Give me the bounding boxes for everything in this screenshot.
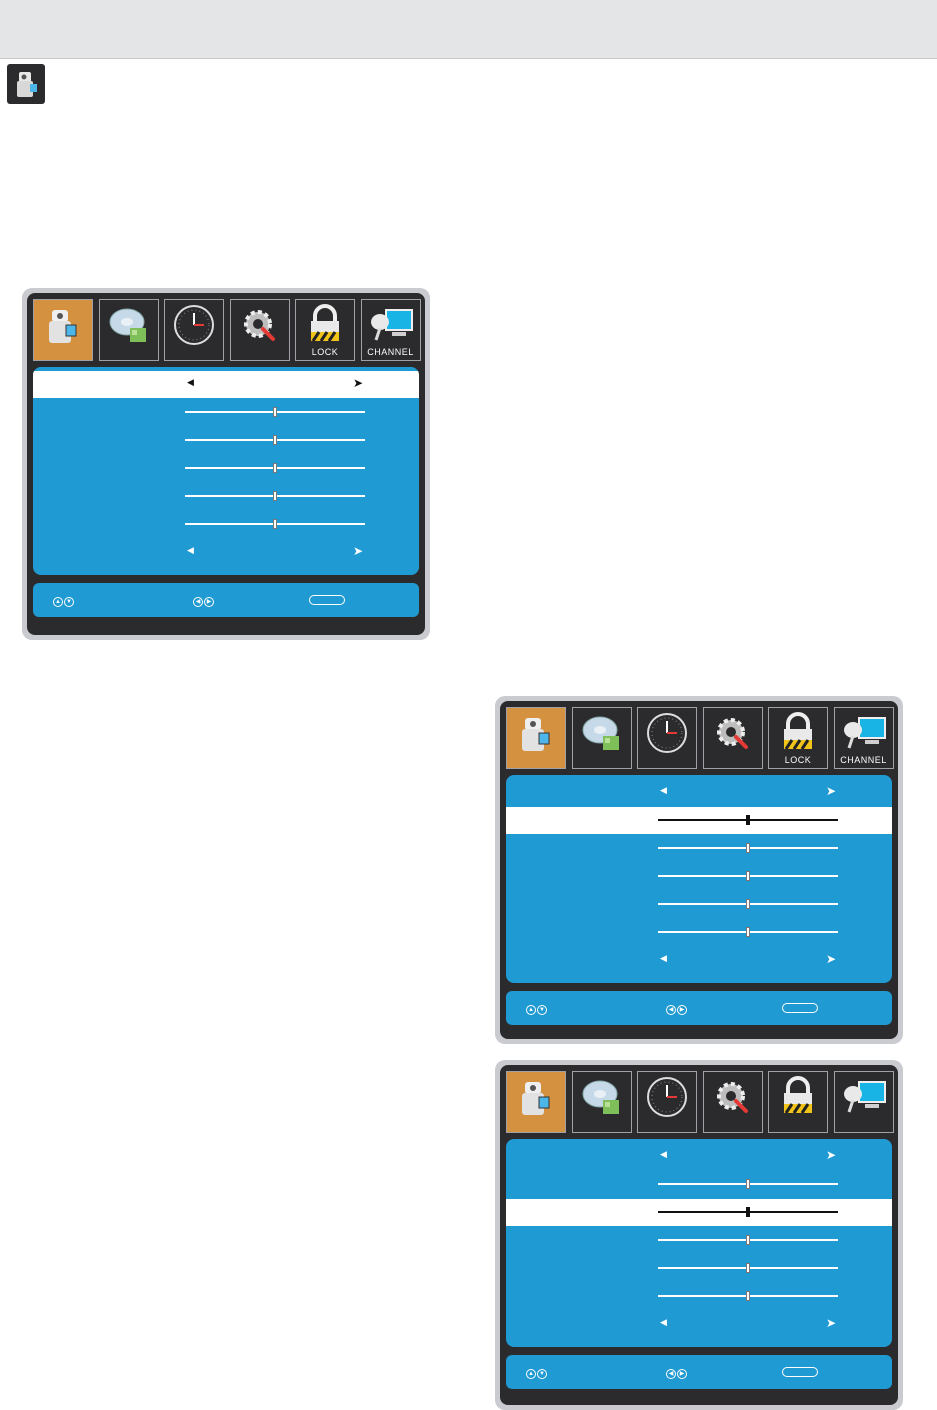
slider-row[interactable] bbox=[506, 835, 892, 862]
menu-button-icon bbox=[309, 595, 345, 605]
slider-thumb[interactable] bbox=[746, 843, 750, 853]
slider-thumb[interactable] bbox=[746, 815, 750, 825]
slider-row[interactable] bbox=[33, 427, 419, 454]
left-right-icon: ◀▶ bbox=[193, 595, 215, 607]
picture-settings-panel: ◀➤◀➤ bbox=[33, 367, 419, 575]
option-selector-row[interactable]: ◀➤ bbox=[506, 947, 892, 974]
slider-row[interactable] bbox=[33, 483, 419, 510]
slider-row[interactable] bbox=[33, 511, 419, 538]
tab-gear[interactable] bbox=[702, 1071, 763, 1133]
arrow-left-icon[interactable]: ◀ bbox=[187, 377, 194, 387]
tab-satellite-monitor[interactable]: CHANNEL bbox=[833, 707, 894, 769]
arrow-right-icon[interactable]: ➤ bbox=[353, 544, 364, 558]
navigation-hint-bar: ▲▼ ◀▶ bbox=[506, 991, 892, 1025]
arrow-left-icon[interactable]: ◀ bbox=[660, 953, 667, 963]
tab-gear[interactable] bbox=[702, 707, 763, 769]
slider-thumb[interactable] bbox=[746, 1235, 750, 1245]
slider-row[interactable] bbox=[506, 1171, 892, 1198]
navigation-hint-bar: ▲▼ ◀▶ bbox=[33, 583, 419, 617]
slider-row[interactable] bbox=[506, 1227, 892, 1254]
arrow-left-icon[interactable]: ◀ bbox=[187, 545, 194, 555]
slider-thumb[interactable] bbox=[273, 435, 277, 445]
option-selector-row[interactable]: ◀➤ bbox=[33, 539, 419, 566]
slider-thumb[interactable] bbox=[273, 491, 277, 501]
slider-row[interactable] bbox=[506, 1283, 892, 1310]
arrow-left-icon[interactable]: ◀ bbox=[660, 1317, 667, 1327]
slider-thumb[interactable] bbox=[746, 871, 750, 881]
slider-row[interactable] bbox=[506, 919, 892, 946]
up-down-icon: ▲▼ bbox=[53, 595, 75, 607]
menu-button-icon bbox=[782, 1003, 818, 1013]
slider-thumb[interactable] bbox=[746, 1291, 750, 1301]
slider-thumb[interactable] bbox=[746, 927, 750, 937]
slider-row[interactable] bbox=[506, 807, 892, 834]
slider-thumb[interactable] bbox=[273, 463, 277, 473]
tab-clock[interactable] bbox=[637, 707, 697, 769]
left-right-icon: ◀▶ bbox=[666, 1003, 688, 1015]
tab-label: LOCK bbox=[311, 347, 339, 357]
slider-row[interactable] bbox=[506, 863, 892, 890]
page-header-band bbox=[0, 0, 937, 59]
tab-satellite-monitor[interactable]: CHANNEL bbox=[360, 299, 421, 361]
picture-settings-panel: ◀➤◀➤ bbox=[506, 775, 892, 983]
left-right-icon: ◀▶ bbox=[666, 1367, 688, 1379]
arrow-left-icon[interactable]: ◀ bbox=[660, 1149, 667, 1159]
picture-mode-selector-row[interactable]: ◀➤ bbox=[506, 1143, 892, 1170]
picture-settings-panel: ◀➤◀➤ bbox=[506, 1139, 892, 1347]
up-down-icon: ▲▼ bbox=[526, 1003, 548, 1015]
slider-row[interactable] bbox=[506, 1199, 892, 1226]
slider-row[interactable] bbox=[506, 891, 892, 918]
arrow-right-icon[interactable]: ➤ bbox=[826, 784, 837, 798]
picture-mode-selector-row[interactable]: ◀➤ bbox=[33, 371, 419, 398]
tab-label: LOCK bbox=[784, 755, 812, 765]
slider-thumb[interactable] bbox=[746, 899, 750, 909]
tab-padlock[interactable]: LOCK bbox=[295, 299, 355, 361]
tab-audio-disc[interactable] bbox=[571, 707, 632, 769]
osd-menu-screen: ◀➤◀➤▲▼◀▶ bbox=[495, 1060, 903, 1410]
navigation-hint-bar: ▲▼ ◀▶ bbox=[506, 1355, 892, 1389]
slider-row[interactable] bbox=[33, 399, 419, 426]
slider-thumb[interactable] bbox=[746, 1179, 750, 1189]
tab-label: CHANNEL bbox=[367, 347, 414, 357]
slider-row[interactable] bbox=[33, 455, 419, 482]
slider-row[interactable] bbox=[506, 1255, 892, 1282]
arrow-right-icon[interactable]: ➤ bbox=[826, 952, 837, 966]
up-down-icon: ▲▼ bbox=[526, 1367, 548, 1379]
arrow-left-icon[interactable]: ◀ bbox=[660, 785, 667, 795]
tab-clock[interactable] bbox=[637, 1071, 697, 1133]
slider-thumb[interactable] bbox=[273, 519, 277, 529]
osd-frame: ◀➤◀➤▲▼◀▶ bbox=[500, 1065, 898, 1405]
tab-audio-disc[interactable] bbox=[98, 299, 159, 361]
tab-camcorder[interactable] bbox=[506, 1071, 566, 1133]
tab-camcorder[interactable] bbox=[506, 707, 566, 769]
tab-padlock[interactable]: LOCK bbox=[768, 707, 828, 769]
tab-label: CHANNEL bbox=[840, 755, 887, 765]
picture-mode-selector-row[interactable]: ◀➤ bbox=[506, 779, 892, 806]
tab-gear[interactable] bbox=[229, 299, 290, 361]
arrow-right-icon[interactable]: ➤ bbox=[826, 1316, 837, 1330]
camcorder-icon bbox=[7, 64, 45, 104]
tab-padlock[interactable] bbox=[768, 1071, 828, 1133]
tab-clock[interactable] bbox=[164, 299, 224, 361]
tab-audio-disc[interactable] bbox=[571, 1071, 632, 1133]
slider-thumb[interactable] bbox=[746, 1207, 750, 1217]
menu-button-icon bbox=[782, 1367, 818, 1377]
slider-thumb[interactable] bbox=[746, 1263, 750, 1273]
tab-camcorder[interactable] bbox=[33, 299, 93, 361]
arrow-right-icon[interactable]: ➤ bbox=[353, 376, 364, 390]
slider-thumb[interactable] bbox=[273, 407, 277, 417]
tab-satellite-monitor[interactable] bbox=[833, 1071, 894, 1133]
option-selector-row[interactable]: ◀➤ bbox=[506, 1311, 892, 1338]
arrow-right-icon[interactable]: ➤ bbox=[826, 1148, 837, 1162]
